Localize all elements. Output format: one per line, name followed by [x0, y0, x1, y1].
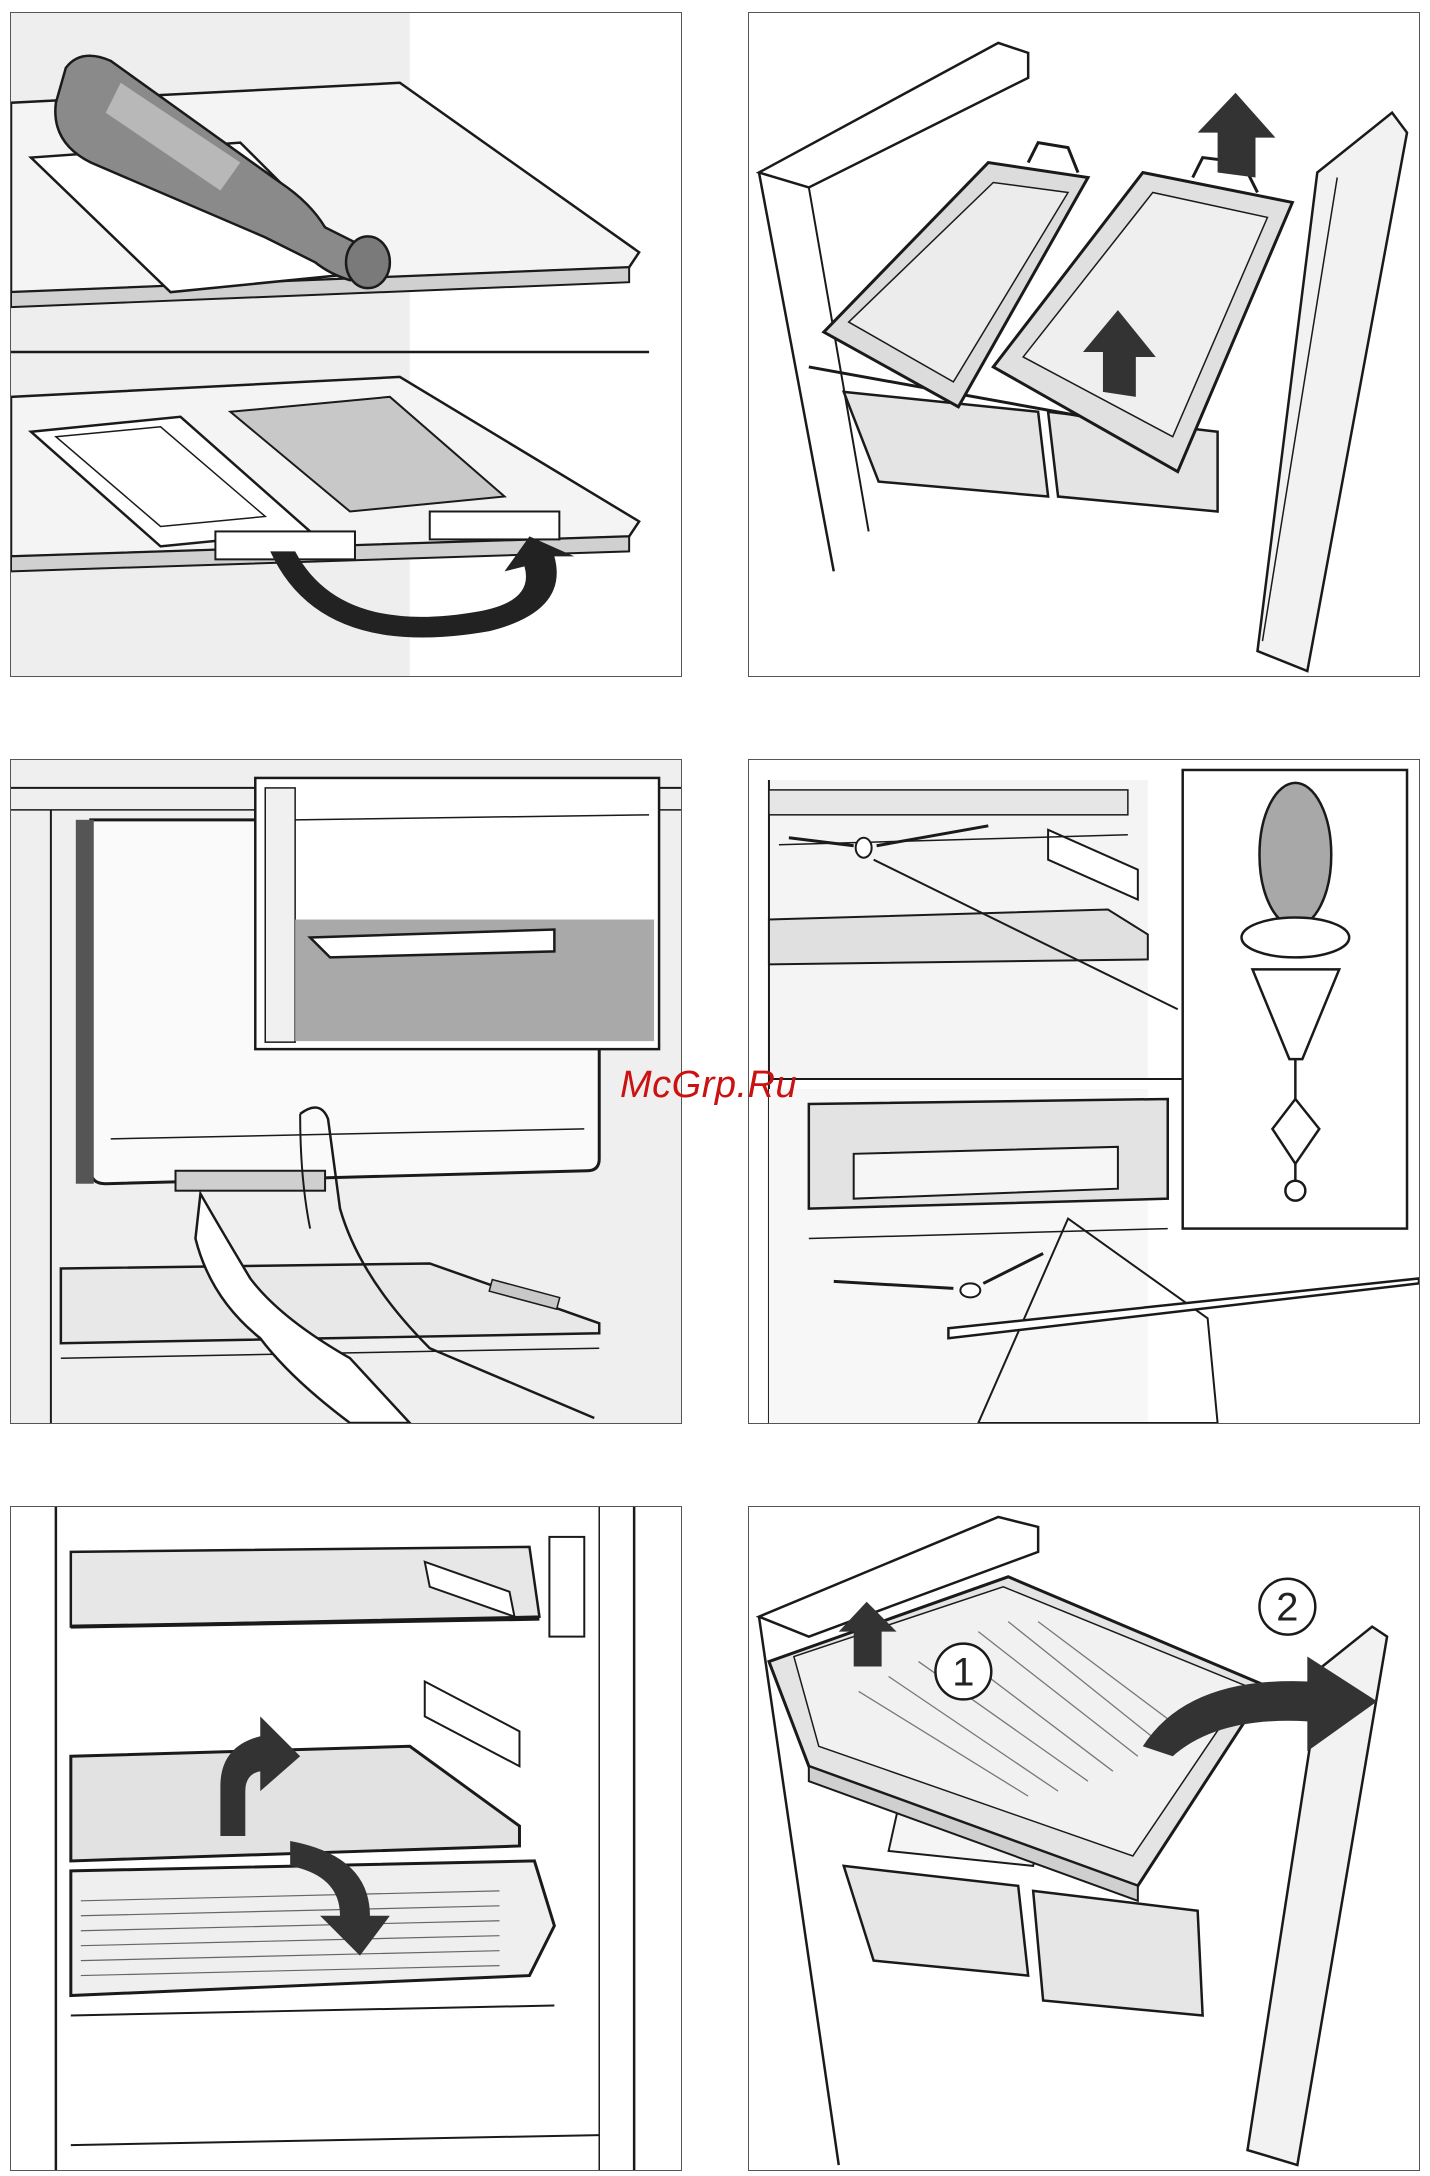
drain-cleaning-illustration [749, 760, 1419, 1423]
panel-crisper-removal [10, 1506, 682, 2171]
bottle-shelf-illustration [11, 13, 681, 676]
panel-bottle-shelf [10, 12, 682, 677]
drain-hole-icon [960, 1283, 980, 1297]
drawer-removal-illustration: 1 2 [749, 1507, 1419, 2170]
drawer-handle-illustration [11, 760, 681, 1423]
watermark-text: McGrp.Ru [620, 1064, 797, 1107]
panel-freezer-baskets [748, 12, 1420, 677]
panel-drawer-removal-steps: 1 2 [748, 1506, 1420, 2171]
drain-hole-icon [856, 838, 872, 858]
freezer-baskets-illustration [749, 13, 1419, 676]
panel-drain-cleaning [748, 759, 1420, 1424]
up-arrow-icon [1198, 93, 1276, 178]
crisper-removal-illustration [11, 1507, 681, 2170]
step-1-label: 1 [952, 1650, 974, 1694]
panel-drawer-handle [10, 759, 682, 1424]
step-2-label: 2 [1276, 1586, 1298, 1630]
